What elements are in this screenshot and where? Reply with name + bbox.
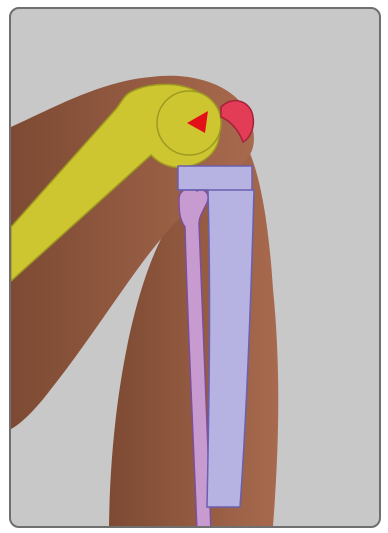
knee-anatomy-illustration (11, 9, 379, 526)
illustration-panel (9, 7, 381, 528)
